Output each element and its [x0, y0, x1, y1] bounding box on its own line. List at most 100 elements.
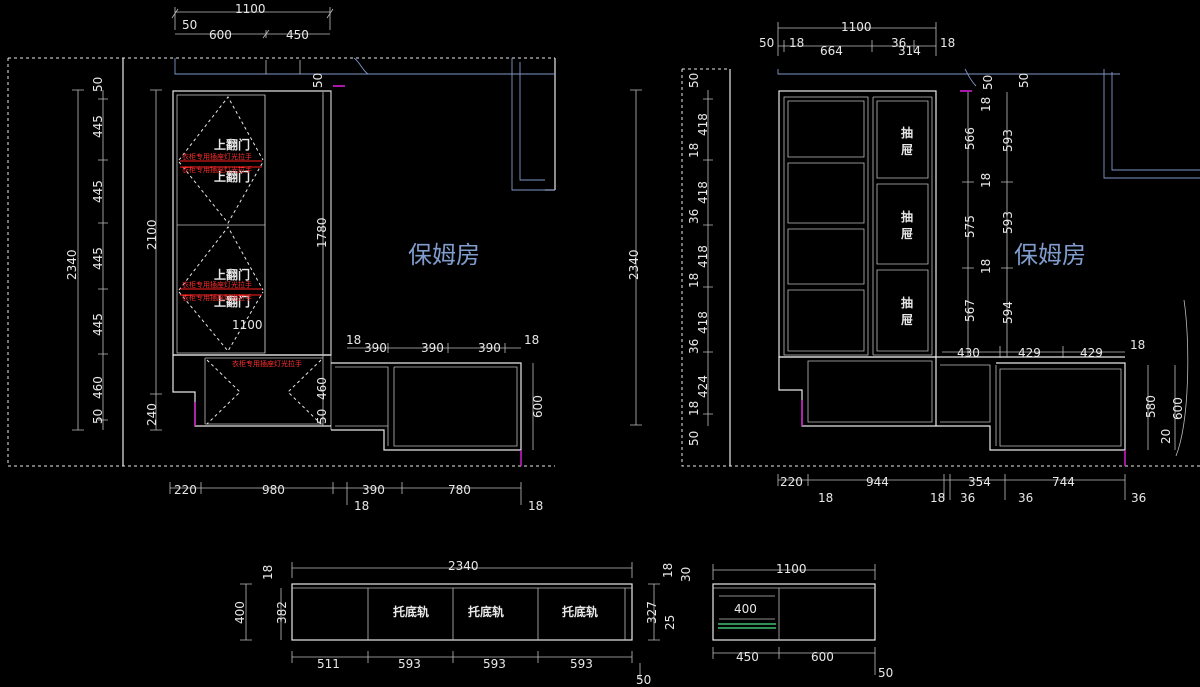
dim-text: 418: [696, 245, 710, 268]
dim-text: 445: [91, 115, 105, 138]
dim-text: 18: [979, 173, 993, 188]
dim-text: 980: [262, 483, 285, 497]
dim-text: 2340: [627, 249, 641, 280]
dim-text: 50: [636, 673, 651, 687]
dim-text: 430: [957, 346, 980, 360]
dim-text: 418: [696, 113, 710, 136]
dim-text: 18: [979, 259, 993, 274]
drawer-label: 抽: [901, 295, 913, 310]
room-label-left: 保姆房: [408, 241, 480, 269]
dim-text: 18: [930, 491, 945, 505]
dim-text: 18: [687, 273, 701, 288]
hardware-note: 衣柜专用插座灯光拉手: [182, 152, 252, 161]
hardware-note: 衣柜专用插座灯光拉手: [182, 165, 252, 174]
dim-text: 450: [736, 650, 759, 664]
dim-text: 18: [661, 563, 675, 578]
slide-label: 托底轨: [468, 604, 504, 619]
dim-text: 36: [891, 36, 906, 50]
dim-text: 664: [820, 44, 843, 58]
dim-text: 593: [1001, 129, 1015, 152]
dim-text: 18: [687, 401, 701, 416]
flap-door-label: 上翻门: [214, 169, 250, 184]
dim-text: 18: [346, 333, 361, 347]
dim-text: 18: [524, 333, 539, 347]
dim-text: 50: [687, 431, 701, 446]
dim-text: 780: [448, 483, 471, 497]
dim-text: 18: [528, 499, 543, 513]
dim-text: 390: [478, 341, 501, 355]
dim-text: 460: [91, 376, 105, 399]
slide-label: 托底轨: [562, 604, 598, 619]
dim-text: 566: [963, 127, 977, 150]
dim-text: 2100: [145, 219, 159, 250]
dim-text: 429: [1018, 346, 1041, 360]
dim-text: 220: [174, 483, 197, 497]
dim-text: 567: [963, 299, 977, 322]
dim-text: 600: [1171, 397, 1185, 420]
drawer-label: 屉: [901, 143, 913, 157]
dim-text: 2340: [65, 249, 79, 280]
dim-text: 36: [960, 491, 975, 505]
flap-door-label: 上翻门: [214, 267, 250, 282]
dim-text: 327: [645, 601, 659, 624]
dim-text: 18: [261, 565, 275, 580]
dim-text: 18: [979, 97, 993, 112]
dim-text: 1780: [315, 217, 329, 248]
dim-text: 382: [275, 601, 289, 624]
dim-text: 18: [1130, 338, 1145, 352]
hardware-note: 衣柜专用插座灯光拉手: [182, 280, 252, 289]
dim-text: 593: [1001, 211, 1015, 234]
dim-text: 390: [421, 341, 444, 355]
right-elevation: [630, 22, 1200, 500]
drawer-label: 抽: [901, 125, 913, 140]
dim-text: 400: [734, 602, 757, 616]
dim-text: 354: [968, 475, 991, 489]
dim-text: 36: [687, 339, 701, 354]
dim-text: 18: [940, 36, 955, 50]
dim-text: 220: [780, 475, 803, 489]
dim-text: 580: [1144, 395, 1158, 418]
dim-text: 1100: [776, 562, 807, 576]
dim-text: 600: [811, 650, 834, 664]
left-elevation: [7, 7, 556, 505]
dim-text: 429: [1080, 346, 1103, 360]
dim-text: 50: [759, 36, 774, 50]
flap-door-label: 上翻门: [214, 137, 250, 152]
dim-text: 50: [1017, 73, 1031, 88]
dim-text: 36: [1131, 491, 1146, 505]
dim-text: 445: [91, 180, 105, 203]
room-label-right: 保姆房: [1014, 241, 1086, 269]
dim-text: 18: [687, 143, 701, 158]
dim-text: 240: [145, 403, 159, 426]
dim-text: 50: [687, 73, 701, 88]
hardware-note: 衣柜专用插座灯光拉手: [232, 359, 302, 368]
dim-text: 744: [1052, 475, 1075, 489]
dim-text: 20: [1159, 429, 1173, 444]
dim-text: 600: [209, 28, 232, 42]
dim-text: 2340: [448, 559, 479, 573]
dim-text: 36: [687, 209, 701, 224]
plan-short: [712, 564, 876, 675]
hardware-note: 衣柜专用插座灯光拉手: [182, 293, 252, 302]
dim-text: 50: [315, 409, 329, 424]
dim-text: 50: [878, 666, 893, 680]
dim-text: 390: [362, 483, 385, 497]
dim-text: 50: [91, 77, 105, 92]
dim-text: 50: [91, 409, 105, 424]
dim-text: 18: [818, 491, 833, 505]
dim-text: 460: [315, 377, 329, 400]
dim-text: 575: [963, 215, 977, 238]
slide-label: 托底轨: [393, 604, 429, 619]
dim-text: 418: [696, 311, 710, 334]
dim-text: 314: [898, 44, 921, 58]
dim-text: 1100: [232, 318, 263, 332]
dim-text: 445: [91, 313, 105, 336]
dim-text: 18: [789, 36, 804, 50]
dim-text: 593: [570, 657, 593, 671]
drawer-label: 屉: [901, 227, 913, 241]
dim-text: 25: [663, 615, 677, 630]
drawer-label: 屉: [901, 313, 913, 327]
dim-text: 1100: [841, 20, 872, 34]
